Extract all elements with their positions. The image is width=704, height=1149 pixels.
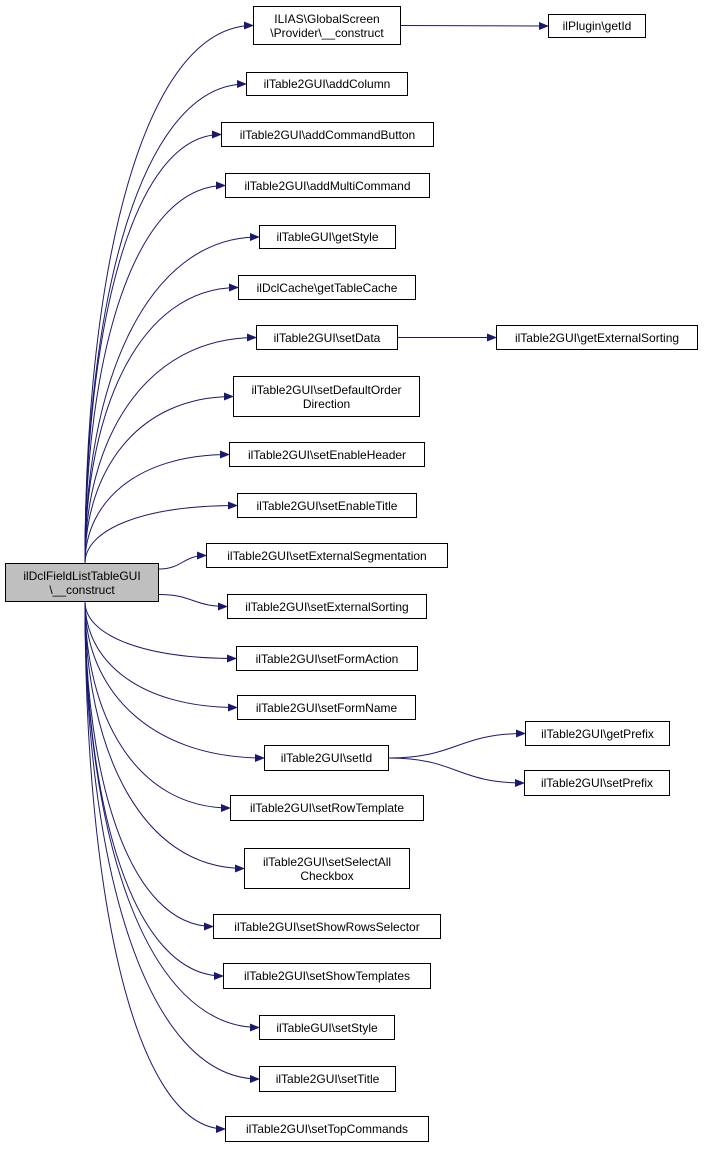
edge-root-to-setid bbox=[84, 601, 265, 762]
edge-root-to-addmulticommand bbox=[84, 181, 226, 564]
edge-root-to-setformaction bbox=[84, 601, 237, 663]
node-label-line: ilTable2GUI\setTopCommands bbox=[245, 1122, 409, 1136]
node-label-line: ilTable2GUI\addMultiCommand bbox=[244, 178, 411, 193]
node-label-line: ilTable2GUI\getPrefix bbox=[541, 726, 654, 741]
node-setrowtemplate[interactable]: ilTable2GUI\setRowTemplate bbox=[230, 795, 424, 821]
edge-root-to-setdata bbox=[84, 333, 257, 564]
node-label-line: ilTable2GUI\setPrefix bbox=[540, 776, 654, 790]
node-label-line: ilDclCache\getTableCache bbox=[256, 280, 398, 295]
edge-root-to-setenabletitle bbox=[84, 501, 238, 564]
node-label-line: \__construct bbox=[49, 582, 115, 597]
node-setid[interactable]: ilTable2GUI\setId bbox=[264, 745, 389, 771]
node-setformaction[interactable]: ilTable2GUI\setFormAction bbox=[236, 646, 418, 671]
node-label-line: ilTable2GUI\setExternalSorting bbox=[245, 599, 409, 614]
edge-root-to-setexternalsegmentation bbox=[158, 551, 207, 570]
node-setenableheader[interactable]: ilTable2GUI\setEnableHeader bbox=[229, 442, 425, 467]
node-label-line: ilTable2GUI\setFormAction bbox=[255, 651, 399, 666]
edge-gs_provider-to-plugin_getid bbox=[400, 21, 549, 30]
edge-root-to-setshowrowsselector bbox=[84, 601, 214, 931]
edge-root-to-addcommandbutton bbox=[84, 130, 222, 564]
edge-setid-to-getprefix bbox=[388, 729, 526, 759]
node-label-line: Direction bbox=[302, 396, 351, 411]
edge-root-to-gettablecache bbox=[84, 283, 239, 564]
node-settitle[interactable]: ilTable2GUI\setTitle bbox=[259, 1066, 396, 1092]
edge-root-to-setstyle bbox=[84, 601, 260, 1032]
node-label-line: ilTable2GUI\getExternalSorting bbox=[514, 330, 680, 345]
node-label-line: ilTable2GUI\setTitle bbox=[275, 1072, 380, 1086]
node-label-line: ilTable2GUI\setRowTemplate bbox=[249, 801, 405, 815]
node-label-line: ilTable2GUI\setDefaultOrder bbox=[251, 382, 402, 397]
node-addcolumn[interactable]: ilTable2GUI\addColumn bbox=[246, 72, 408, 96]
node-addcommandbutton[interactable]: ilTable2GUI\addCommandButton bbox=[221, 122, 434, 147]
node-label-line: ilTable2GUI\addCommandButton bbox=[239, 127, 416, 142]
edge-root-to-setrowtemplate bbox=[84, 601, 231, 812]
edge-root-to-setshowtemplates bbox=[84, 601, 224, 980]
node-getprefix[interactable]: ilTable2GUI\getPrefix bbox=[525, 721, 670, 746]
node-setexternalsorting[interactable]: ilTable2GUI\setExternalSorting bbox=[227, 594, 427, 619]
node-setformname[interactable]: ilTable2GUI\setFormName bbox=[237, 695, 416, 720]
node-getstyle[interactable]: ilTableGUI\getStyle bbox=[259, 225, 396, 249]
node-label-line: ilTable2GUI\setShowTemplates bbox=[243, 969, 411, 983]
node-setdata[interactable]: ilTable2GUI\setData bbox=[256, 325, 398, 350]
node-settopcommands[interactable]: ilTable2GUI\setTopCommands bbox=[225, 1116, 429, 1142]
node-gs-provider[interactable]: ILIAS\GlobalScreen\Provider\__construct bbox=[253, 6, 401, 45]
edge-root-to-setexternalsorting bbox=[158, 594, 228, 611]
node-setexternalsegmentation[interactable]: ilTable2GUI\setExternalSegmentation bbox=[206, 543, 448, 568]
node-label-line: ilTable2GUI\setShowRowsSelector bbox=[234, 919, 420, 934]
edge-root-to-addcolumn bbox=[84, 80, 247, 564]
node-label-line: \Provider\__construct bbox=[270, 25, 384, 40]
node-setstyle[interactable]: ilTableGUI\setStyle bbox=[259, 1015, 395, 1040]
node-gettablecache[interactable]: ilDclCache\getTableCache bbox=[238, 275, 416, 300]
node-setenabletitle[interactable]: ilTable2GUI\setEnableTitle bbox=[237, 493, 417, 518]
node-label-line: ilPlugin\getId bbox=[562, 19, 632, 33]
edge-root-to-setformname bbox=[84, 601, 238, 712]
node-label-line: ilTableGUI\setStyle bbox=[276, 1020, 378, 1035]
node-label-line: ilTable2GUI\setEnableHeader bbox=[247, 447, 407, 462]
node-label-line: ilDclFieldListTableGUI bbox=[23, 568, 141, 583]
edge-root-to-settitle bbox=[84, 601, 260, 1083]
node-label-line: ilTableGUI\getStyle bbox=[276, 230, 379, 244]
node-label-line: ilTable2GUI\setData bbox=[273, 330, 381, 345]
edge-root-to-gs_provider bbox=[84, 21, 254, 564]
edge-root-to-setenableheader bbox=[84, 450, 230, 564]
node-label-line: ilTable2GUI\setFormName bbox=[255, 700, 398, 715]
node-getexternalsorting[interactable]: ilTable2GUI\getExternalSorting bbox=[496, 325, 698, 350]
node-label-line: ILIAS\GlobalScreen bbox=[274, 11, 380, 26]
node-setprefix[interactable]: ilTable2GUI\setPrefix bbox=[524, 770, 670, 796]
node-root[interactable]: ilDclFieldListTableGUI\__construct bbox=[5, 563, 159, 602]
node-setshowrowsselector[interactable]: ilTable2GUI\setShowRowsSelector bbox=[213, 914, 441, 939]
node-label-line: ilTable2GUI\setId bbox=[280, 751, 373, 765]
node-setshowtemplates[interactable]: ilTable2GUI\setShowTemplates bbox=[223, 963, 431, 989]
edge-root-to-settopcommands bbox=[84, 601, 226, 1133]
edge-root-to-setselectall bbox=[84, 601, 245, 873]
node-label-line: ilTable2GUI\setEnableTitle bbox=[256, 498, 398, 513]
node-addmulticommand[interactable]: ilTable2GUI\addMultiCommand bbox=[225, 173, 430, 198]
edge-root-to-getstyle bbox=[84, 233, 260, 564]
node-plugin-getid[interactable]: ilPlugin\getId bbox=[548, 14, 646, 38]
edge-root-to-setdefaultorder bbox=[84, 392, 234, 564]
edge-layer bbox=[84, 21, 549, 1133]
node-label-line: ilTable2GUI\setExternalSegmentation bbox=[227, 548, 427, 563]
node-label-line: ilTable2GUI\setSelectAll bbox=[262, 854, 392, 869]
node-label-line: ilTable2GUI\addColumn bbox=[263, 77, 391, 91]
node-label-line: Checkbox bbox=[300, 868, 354, 883]
edge-setid-to-setprefix bbox=[388, 757, 525, 787]
